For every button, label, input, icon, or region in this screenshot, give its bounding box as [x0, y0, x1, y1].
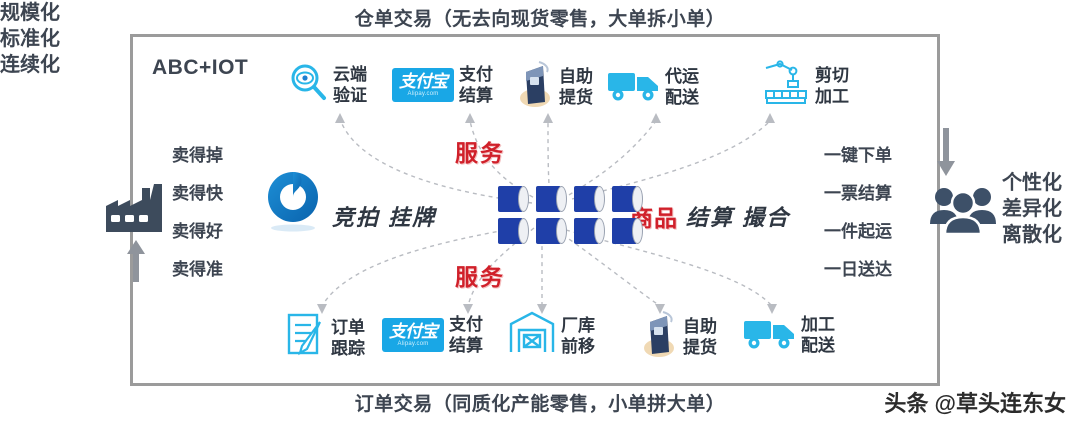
- node-warehouse-forward[interactable]: 厂库 前移: [508, 310, 595, 361]
- delivery-truck-icon: [744, 315, 796, 356]
- auction-listing-label: 竞拍 挂牌: [332, 205, 437, 230]
- alipay-brand-zh: 支付宝: [399, 72, 448, 91]
- magnifier-eye-icon: [288, 62, 328, 107]
- node-payment-settlement-bottom[interactable]: 支付宝 Alipay.com 支付 结算: [382, 314, 483, 356]
- node-label: 支付 结算: [449, 315, 483, 355]
- left-headline: 规模化 标准化 连续化: [0, 0, 60, 78]
- self-pickup-kiosk-icon: [516, 60, 554, 113]
- left-benefit-1: 卖得掉: [172, 146, 223, 165]
- node-self-pickup-top[interactable]: 自助 提货: [516, 60, 593, 113]
- node-agent-delivery-top[interactable]: 代运 配送: [608, 66, 699, 108]
- alipay-brand-zh: 支付宝: [389, 322, 438, 341]
- coil-item: [536, 186, 568, 212]
- node-label: 剪切 加工: [815, 65, 849, 106]
- right-headline-line-2: 差异化: [1002, 198, 1062, 220]
- node-payment-settlement-top[interactable]: 支付宝 Alipay.com 支付 结算: [392, 64, 493, 106]
- node-cutting-processing-top[interactable]: 剪切 加工: [762, 60, 849, 111]
- coil-item: [536, 218, 568, 244]
- left-benefit-2: 卖得快: [172, 184, 223, 203]
- node-label: 自助 提货: [683, 316, 717, 357]
- service-label-top: 服务: [455, 140, 505, 166]
- commodity-coil-grid: [498, 186, 644, 244]
- left-headline-line-2: 标准化: [0, 28, 60, 50]
- arrow-up-icon: [126, 240, 146, 287]
- people-group-icon: [930, 182, 996, 241]
- coil-item: [498, 186, 530, 212]
- node-cloud-verification[interactable]: 云端 验证: [288, 62, 367, 107]
- right-headline-line-3: 离散化: [1002, 224, 1062, 246]
- node-self-pickup-bottom[interactable]: 自助 提货: [640, 310, 717, 363]
- robot-arm-cutting-icon: [762, 60, 810, 111]
- coil-item: [612, 218, 644, 244]
- delivery-truck-icon: [608, 67, 660, 108]
- right-benefit-4: 一日送达: [824, 260, 892, 279]
- settlement-matching-label: 结算 撮合: [686, 205, 791, 230]
- watermark: 头条 @草头连东女: [884, 391, 1066, 416]
- coil-item: [498, 218, 530, 244]
- node-label: 自助 提货: [559, 66, 593, 107]
- right-benefit-stack: 一键下单 一票结算 一件起运 一日送达: [824, 137, 892, 289]
- warehouse-icon: [508, 310, 556, 361]
- coil-item: [574, 186, 606, 212]
- bottom-title: 订单交易（同质化产能零售，小单拼大单）: [354, 394, 726, 415]
- coil-item: [612, 186, 644, 212]
- top-title: 仓单交易（无去向现货零售，大单拆小单）: [354, 9, 726, 30]
- alipay-logo-icon: 支付宝 Alipay.com: [392, 68, 454, 102]
- factory-icon: [104, 178, 166, 239]
- order-document-icon: [286, 312, 326, 363]
- right-benefit-1: 一键下单: [824, 146, 892, 165]
- self-pickup-kiosk-icon: [640, 310, 678, 363]
- node-label: 云端 验证: [333, 64, 367, 105]
- alipay-brand-en: Alipay.com: [397, 341, 429, 347]
- left-headline-line-1: 规模化: [0, 2, 60, 24]
- right-benefit-3: 一件起运: [824, 222, 892, 241]
- node-order-tracking[interactable]: 订单 跟踪: [286, 312, 365, 363]
- arrow-down-icon: [936, 128, 956, 181]
- alipay-logo-icon: 支付宝 Alipay.com: [382, 318, 444, 352]
- tech-label: ABC+IOT: [152, 56, 249, 79]
- left-headline-line-3: 连续化: [0, 54, 60, 76]
- left-benefit-3: 卖得好: [172, 222, 223, 241]
- swirl-logo-icon: [264, 170, 322, 237]
- left-benefit-stack: 卖得掉 卖得快 卖得好 卖得准: [172, 137, 223, 289]
- node-processing-delivery[interactable]: 加工 配送: [744, 314, 835, 356]
- node-label: 支付 结算: [459, 65, 493, 105]
- node-label: 厂库 前移: [561, 315, 595, 356]
- node-label: 加工 配送: [801, 315, 835, 355]
- node-label: 代运 配送: [665, 67, 699, 107]
- right-headline-line-1: 个性化: [1002, 172, 1062, 194]
- coil-item: [574, 218, 606, 244]
- left-benefit-4: 卖得准: [172, 260, 223, 279]
- right-benefit-2: 一票结算: [824, 184, 892, 203]
- service-label-bottom: 服务: [455, 264, 505, 290]
- alipay-brand-en: Alipay.com: [407, 91, 439, 97]
- node-label: 订单 跟踪: [331, 317, 365, 358]
- right-headline: 个性化 差异化 离散化: [984, 170, 1080, 248]
